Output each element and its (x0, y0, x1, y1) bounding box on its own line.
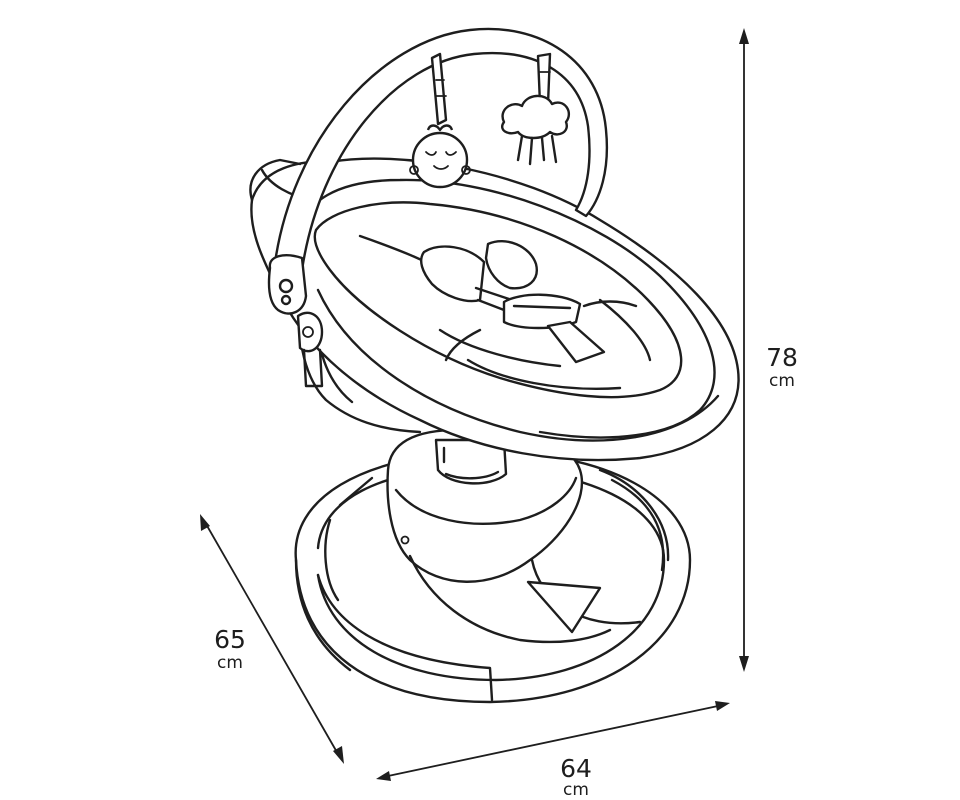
height-unit: cm (769, 371, 795, 391)
height-value: 78 (766, 343, 798, 372)
toy-arch (267, 27, 608, 388)
swing-base (294, 428, 692, 704)
width-value: 64 (560, 754, 592, 783)
cloud-toy (501, 94, 571, 166)
seat-harness (420, 240, 638, 364)
depth-dimension: 65 cm (200, 514, 344, 764)
height-dimension: 78 cm (739, 28, 798, 672)
depth-value: 65 (214, 625, 246, 654)
depth-unit: cm (217, 653, 243, 673)
smiley-toy (409, 124, 471, 189)
width-unit: cm (563, 780, 589, 800)
width-dimension: 64 cm (376, 701, 730, 800)
seat-shell (249, 157, 740, 462)
hanging-toys (409, 52, 571, 189)
